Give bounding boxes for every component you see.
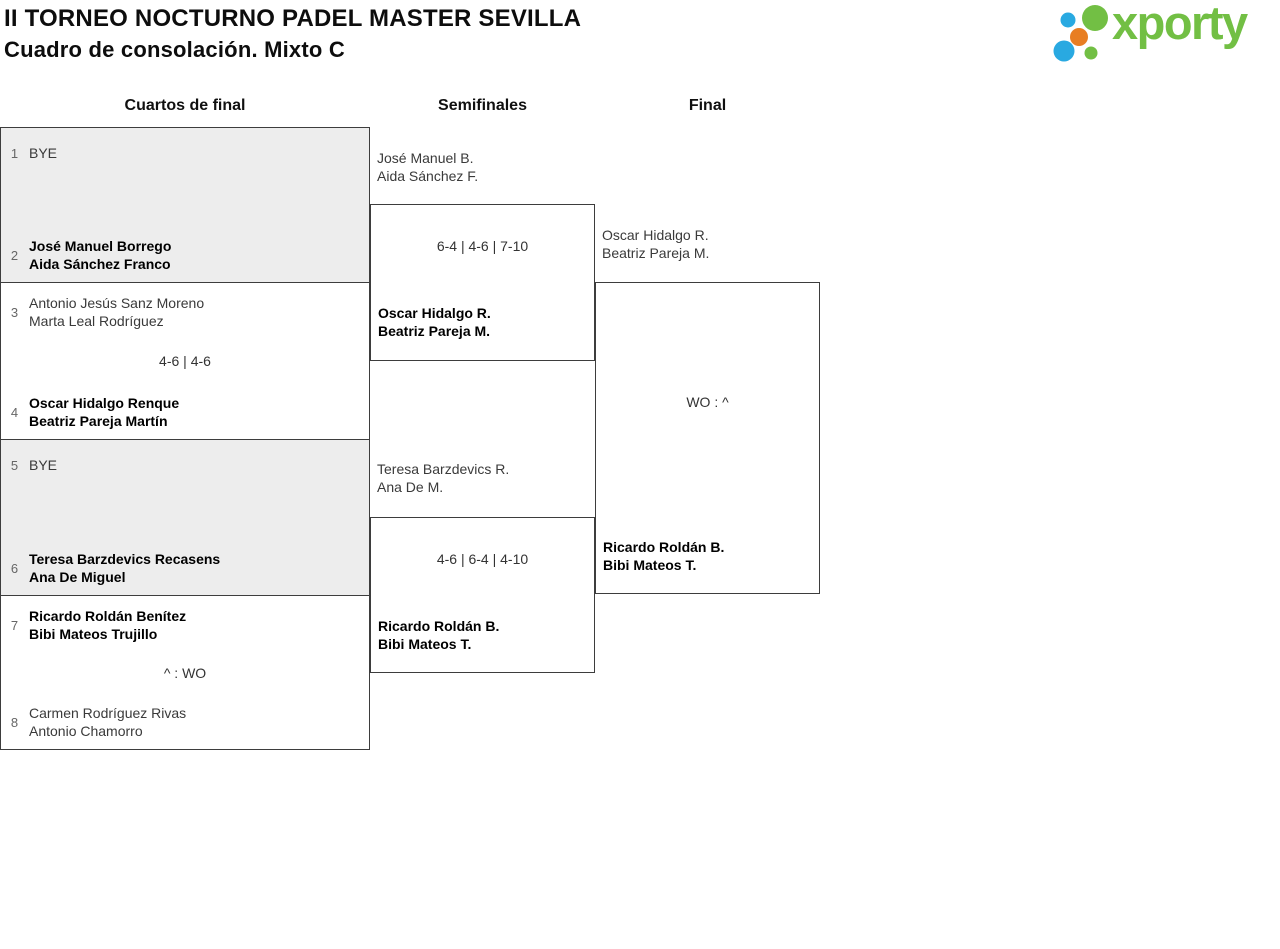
match-score: 4-6 | 6-4 | 4-10 [436, 551, 529, 567]
seed-number: 7 [10, 617, 19, 633]
match-score: 4-6 | 4-6 [159, 353, 211, 369]
seed-number: 6 [10, 560, 19, 576]
semifinal-2-team1-names: Teresa Barzdevics R. Ana De M. [377, 461, 510, 495]
team-entry: 5 BYE [9, 456, 57, 474]
team-names: Ricardo Roldán Benítez Bibi Mateos Truji… [29, 608, 187, 642]
seed-number: 2 [10, 247, 19, 263]
team-name-bye: BYE [29, 145, 58, 161]
team-names: Teresa Barzdevics Recasens Ana De Miguel [29, 551, 221, 585]
bracket-subtitle: Cuadro de consolación. Mixto C [4, 37, 345, 62]
match-box-quarterfinal-3: 5 BYE 6 Teresa Barzdevics Recasens Ana D… [0, 439, 370, 596]
team-entry: 8 Carmen Rodríguez Rivas Antonio Chamorr… [9, 704, 186, 740]
team-entry: 2 José Manuel Borrego Aida Sánchez Franc… [9, 237, 172, 273]
team-names: Oscar Hidalgo Renque Beatriz Pareja Mart… [29, 395, 180, 429]
match-box-semifinal-2: 4-6 | 6-4 | 4-10 Ricardo Roldán B. Bibi … [370, 517, 595, 673]
xporty-logo[interactable]: xporty [1046, 0, 1278, 68]
final-team1-names: Oscar Hidalgo R. Beatriz Pareja M. [602, 227, 710, 261]
seed-number: 3 [10, 304, 19, 320]
match-box-quarterfinal-1: 1 BYE 2 José Manuel Borrego Aida Sánchez… [0, 127, 370, 283]
team-names: Antonio Jesús Sanz Moreno Marta Leal Rod… [29, 295, 205, 329]
team-entry: 7 Ricardo Roldán Benítez Bibi Mateos Tru… [9, 607, 186, 643]
match-winner-names: Ricardo Roldán B. Bibi Mateos T. [378, 618, 500, 652]
match-score: 6-4 | 4-6 | 7-10 [436, 238, 529, 254]
team-name-bye: BYE [29, 457, 58, 473]
team-entry: 3 Antonio Jesús Sanz Moreno Marta Leal R… [9, 294, 204, 330]
match-score: ^ : WO [163, 664, 207, 681]
match-box-quarterfinal-4: 7 Ricardo Roldán Benítez Bibi Mateos Tru… [0, 595, 370, 750]
tournament-winner-names: Ricardo Roldán B. Bibi Mateos T. [603, 539, 725, 573]
seed-number: 1 [10, 145, 19, 161]
round-header-quarterfinals: Cuartos de final [124, 97, 246, 114]
team-names: José Manuel Borrego Aida Sánchez Franco [29, 238, 172, 272]
seed-number: 8 [10, 714, 19, 730]
tournament-title: II TORNEO NOCTURNO PADEL MASTER SEVILLA [4, 5, 582, 32]
match-box-semifinal-1: 6-4 | 4-6 | 7-10 Oscar Hidalgo R. Beatri… [370, 204, 595, 361]
match-winner-names: Oscar Hidalgo R. Beatriz Pareja M. [378, 305, 491, 339]
match-box-final: WO : ^ Ricardo Roldán B. Bibi Mateos T. [595, 282, 820, 594]
match-score: WO : ^ [686, 394, 729, 410]
seed-number: 4 [10, 404, 19, 420]
team-names: Carmen Rodríguez Rivas Antonio Chamorro [29, 705, 187, 739]
semifinal-1-team1-names: José Manuel B. Aida Sánchez F. [377, 150, 479, 184]
team-entry: 6 Teresa Barzdevics Recasens Ana De Migu… [9, 550, 220, 586]
xporty-logo-text: xporty [1112, 0, 1248, 49]
match-box-quarterfinal-2: 3 Antonio Jesús Sanz Moreno Marta Leal R… [0, 282, 370, 440]
round-header-final: Final [688, 97, 727, 114]
round-header-semifinals: Semifinales [438, 97, 527, 114]
seed-number: 5 [10, 457, 19, 473]
team-entry: 4 Oscar Hidalgo Renque Beatriz Pareja Ma… [9, 394, 179, 430]
team-entry: 1 BYE [9, 144, 57, 162]
xporty-dots-icon [1053, 5, 1108, 62]
